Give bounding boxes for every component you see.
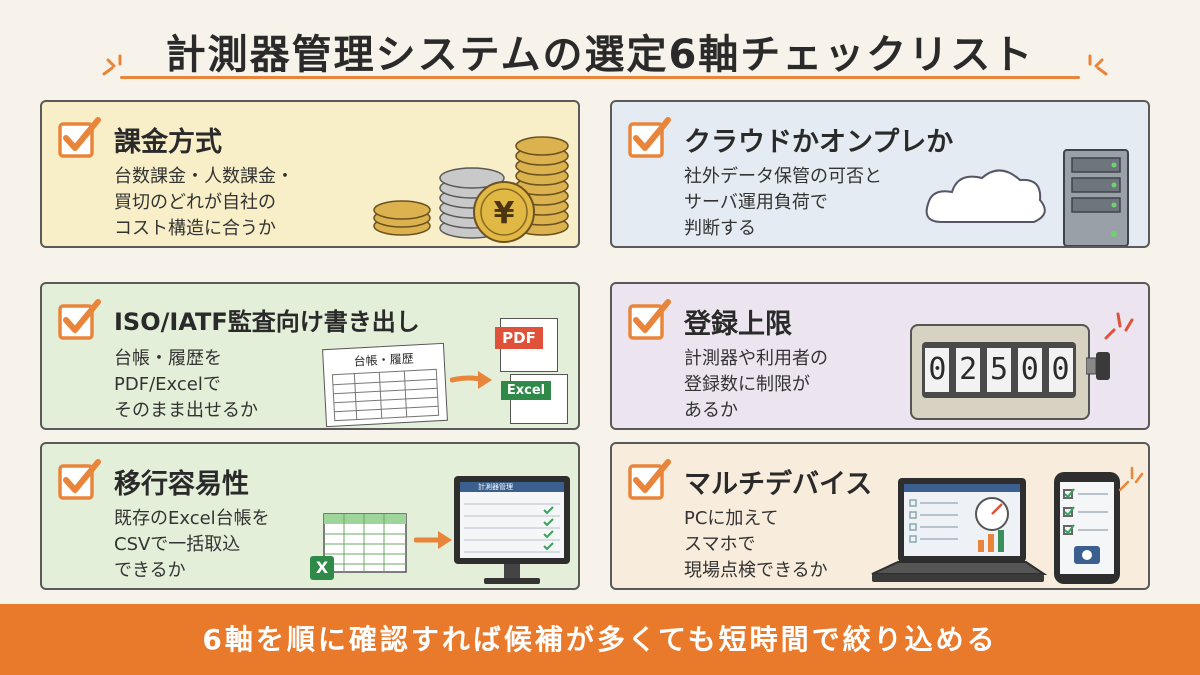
card-title: 登録上限: [684, 309, 792, 340]
cloud-server-icon: [925, 149, 1129, 246]
card-migration: 移行容易性 既存のExcel台帳を CSVで一括取込 できるか X 計測器管理: [40, 442, 580, 590]
ledger-sheet: 台帳・履歴: [322, 342, 448, 428]
counter-digit: 0: [925, 348, 950, 392]
footer-banner: 6軸を順に確認すれば候補が多くても短時間で絞り込める: [0, 604, 1200, 675]
excel-sheet-icon: [310, 513, 407, 580]
title-underline: [120, 76, 1080, 79]
checkbox-checked-icon: [628, 299, 671, 340]
counter-icon: 0 2 5 0 0: [910, 324, 1090, 420]
ledger-grid: [331, 368, 440, 422]
card-description: PCに加えて スマホで 現場点検できるか: [684, 508, 828, 581]
card-description: 既存のExcel台帳を CSVで一括取込 できるか: [114, 508, 270, 581]
card-title: 移行容易性: [114, 469, 249, 500]
page-title: 計測器管理システムの選定6軸チェックリスト: [165, 32, 1035, 78]
sparkle-right-icon: [1088, 54, 1108, 76]
card-multi-device: マルチデバイス PCに加えて スマホで 現場点検できるか: [610, 442, 1150, 590]
monitor-screen-title: 計測器管理: [478, 483, 513, 491]
card-audit-export: ISO/IATF監査向け書き出し 台帳・履歴を PDF/Excelで そのまま出…: [40, 282, 580, 430]
smartphone-icon: [1054, 472, 1120, 584]
card-title: クラウドかオンプレか: [684, 127, 954, 158]
counter-digit: 2: [956, 348, 981, 392]
card-billing: 課金方式 台数課金・人数課金・ 買切のどれが自社の コスト構造に合うか ¥: [40, 100, 580, 248]
sparkle-icon: [1104, 312, 1134, 340]
card-cloud-onprem: クラウドかオンプレか 社外データ保管の可否と サーバ運用負荷で 判断する: [610, 100, 1150, 248]
card-registration-limit: 登録上限 計測器や利用者の 登録数に制限が あるか 0 2 5 0 0: [610, 282, 1150, 430]
card-description: 台数課金・人数課金・ 買切のどれが自社の コスト構造に合うか: [114, 166, 294, 239]
excel-file-icon: Excel: [501, 374, 568, 424]
arrow-right-icon: [414, 531, 452, 549]
excel-logo-letter: X: [315, 558, 329, 577]
checkbox-checked-icon: [58, 117, 101, 158]
sparkle-left-icon: [102, 54, 122, 76]
arrow-right-icon: [450, 371, 492, 389]
checkbox-checked-icon: [628, 117, 671, 158]
card-description: 計測器や利用者の 登録数に制限が あるか: [684, 348, 828, 421]
card-title: ISO/IATF監査向け書き出し: [114, 308, 420, 336]
excel-label: Excel: [501, 381, 551, 400]
counter-knob-icon: [1086, 352, 1110, 380]
sparkle-icon: [1118, 466, 1144, 492]
card-title: 課金方式: [114, 127, 222, 158]
card-description: 台帳・履歴を PDF/Excelで そのまま出せるか: [114, 348, 258, 421]
counter-digit: 5: [986, 348, 1011, 392]
counter-digit: 0: [1048, 348, 1073, 392]
coins-yen-icon: ¥: [373, 136, 569, 243]
card-title: マルチデバイス: [684, 469, 873, 500]
checkbox-checked-icon: [58, 299, 101, 340]
pdf-file-icon: PDF: [495, 318, 558, 372]
pdf-label: PDF: [495, 327, 543, 349]
counter-digit: 0: [1017, 348, 1042, 392]
card-description: 社外データ保管の可否と サーバ運用負荷で 判断する: [684, 166, 882, 239]
monitor-icon: [454, 476, 570, 584]
svg-text:¥: ¥: [494, 196, 515, 231]
checkbox-checked-icon: [628, 459, 671, 500]
laptop-icon: [871, 478, 1048, 582]
counter-digits: 0 2 5 0 0: [922, 342, 1076, 398]
checkbox-checked-icon: [58, 459, 101, 500]
